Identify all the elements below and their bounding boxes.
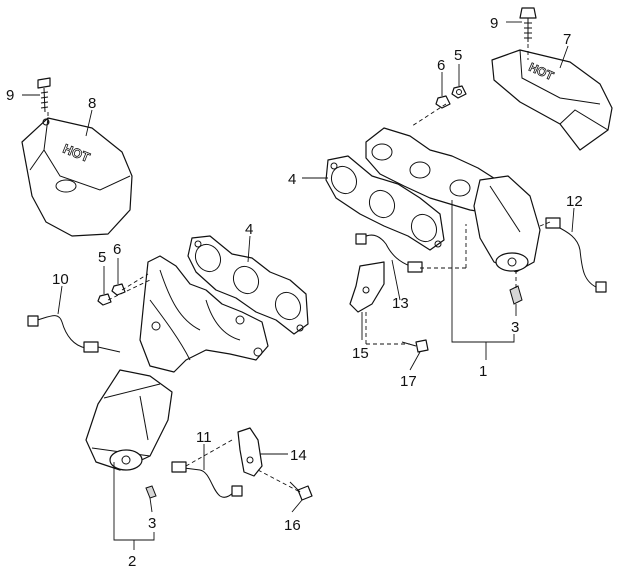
nut-5-left (97, 293, 112, 306)
callout-7: 7 (563, 31, 571, 48)
callout-8: 8 (88, 95, 96, 112)
callout-10: 10 (52, 271, 69, 288)
callout-9-right: 9 (490, 15, 498, 32)
heat-shield-right: HOT (491, 49, 613, 151)
callout-9-left: 9 (6, 87, 14, 104)
callout-5-right: 5 (454, 47, 462, 64)
callout-2: 2 (128, 553, 136, 570)
callout-13: 13 (392, 295, 409, 312)
callout-4-right: 4 (288, 171, 296, 188)
callout-17: 17 (400, 373, 417, 390)
stud-3-right (509, 285, 523, 305)
callout-11: 11 (196, 429, 212, 446)
bolt-9-right (519, 7, 537, 42)
callout-3-left: 3 (148, 515, 156, 532)
oxygen-sensor-13 (355, 233, 423, 273)
stud-3-left (145, 485, 157, 499)
callout-16: 16 (284, 517, 301, 534)
callout-4-left: 4 (245, 221, 253, 238)
exhaust-manifold-left (139, 255, 269, 373)
callout-labels: 1 2 3 3 4 4 5 5 6 6 7 8 9 9 10 11 12 13 … (6, 15, 583, 570)
bracket-15 (349, 261, 385, 313)
callout-1: 1 (479, 363, 487, 380)
callout-15: 15 (352, 345, 369, 362)
callout-6-right: 6 (437, 57, 445, 74)
callout-3-right: 3 (511, 319, 519, 336)
leader-lines (22, 21, 575, 550)
bolt-9-left (37, 77, 51, 113)
callout-5-left: 5 (98, 249, 106, 266)
callout-14: 14 (290, 447, 307, 464)
gasket-left (187, 235, 309, 335)
oxygen-sensor-11 (171, 461, 243, 498)
installation-dash-lines (47, 44, 551, 493)
callout-12: 12 (566, 193, 583, 210)
bracket-14 (237, 427, 263, 477)
bolt-16 (289, 481, 313, 501)
gasket-right (325, 155, 445, 251)
catalytic-converter-right (473, 175, 541, 273)
callout-6-left: 6 (113, 241, 121, 258)
oxygen-sensor-10 (27, 315, 121, 353)
nut-6-right (435, 95, 451, 109)
oxygen-sensor-12 (545, 217, 607, 293)
nut-5-right (451, 85, 467, 99)
heat-shield-left: HOT (21, 117, 133, 237)
catalytic-converter-left (85, 369, 173, 471)
bolt-17 (401, 339, 429, 353)
